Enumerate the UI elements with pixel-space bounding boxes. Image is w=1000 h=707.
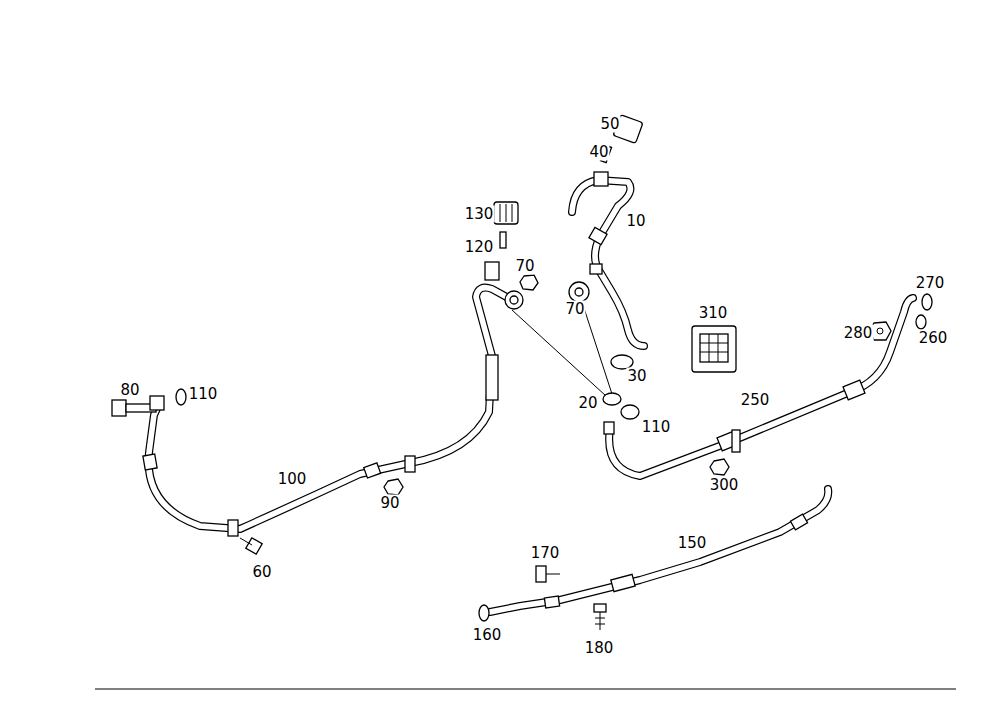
callout-number: 120 [464,239,495,256]
callout-number: 70 [514,258,535,275]
refrigerant-pipe [149,180,913,612]
pipe-fittings [112,115,932,630]
callout-number: 180 [584,640,615,657]
callout-number: 250 [740,392,771,409]
callout-number: 280 [843,325,874,342]
callout-number: 130 [464,206,495,223]
callout-number: 80 [119,382,140,399]
callout-number: 60 [251,564,272,581]
callout-number: 30 [626,368,647,385]
callout-number: 90 [379,495,400,512]
callout-number: 310 [698,305,729,322]
callout-number: 110 [188,386,219,403]
callout-number: 110 [641,419,672,436]
page-rule [95,688,956,689]
callout-number: 50 [599,116,620,133]
callout-number: 100 [277,471,308,488]
callout-number: 70 [564,301,585,318]
callout-number: 150 [677,535,708,552]
callout-number: 170 [530,545,561,562]
callout-number: 160 [472,627,503,644]
callout-number: 10 [625,213,646,230]
callout-number: 40 [588,144,609,161]
callout-number: 260 [918,330,949,347]
callout-number: 270 [915,275,946,292]
callout-number: 300 [709,477,740,494]
callout-number: 20 [577,395,598,412]
